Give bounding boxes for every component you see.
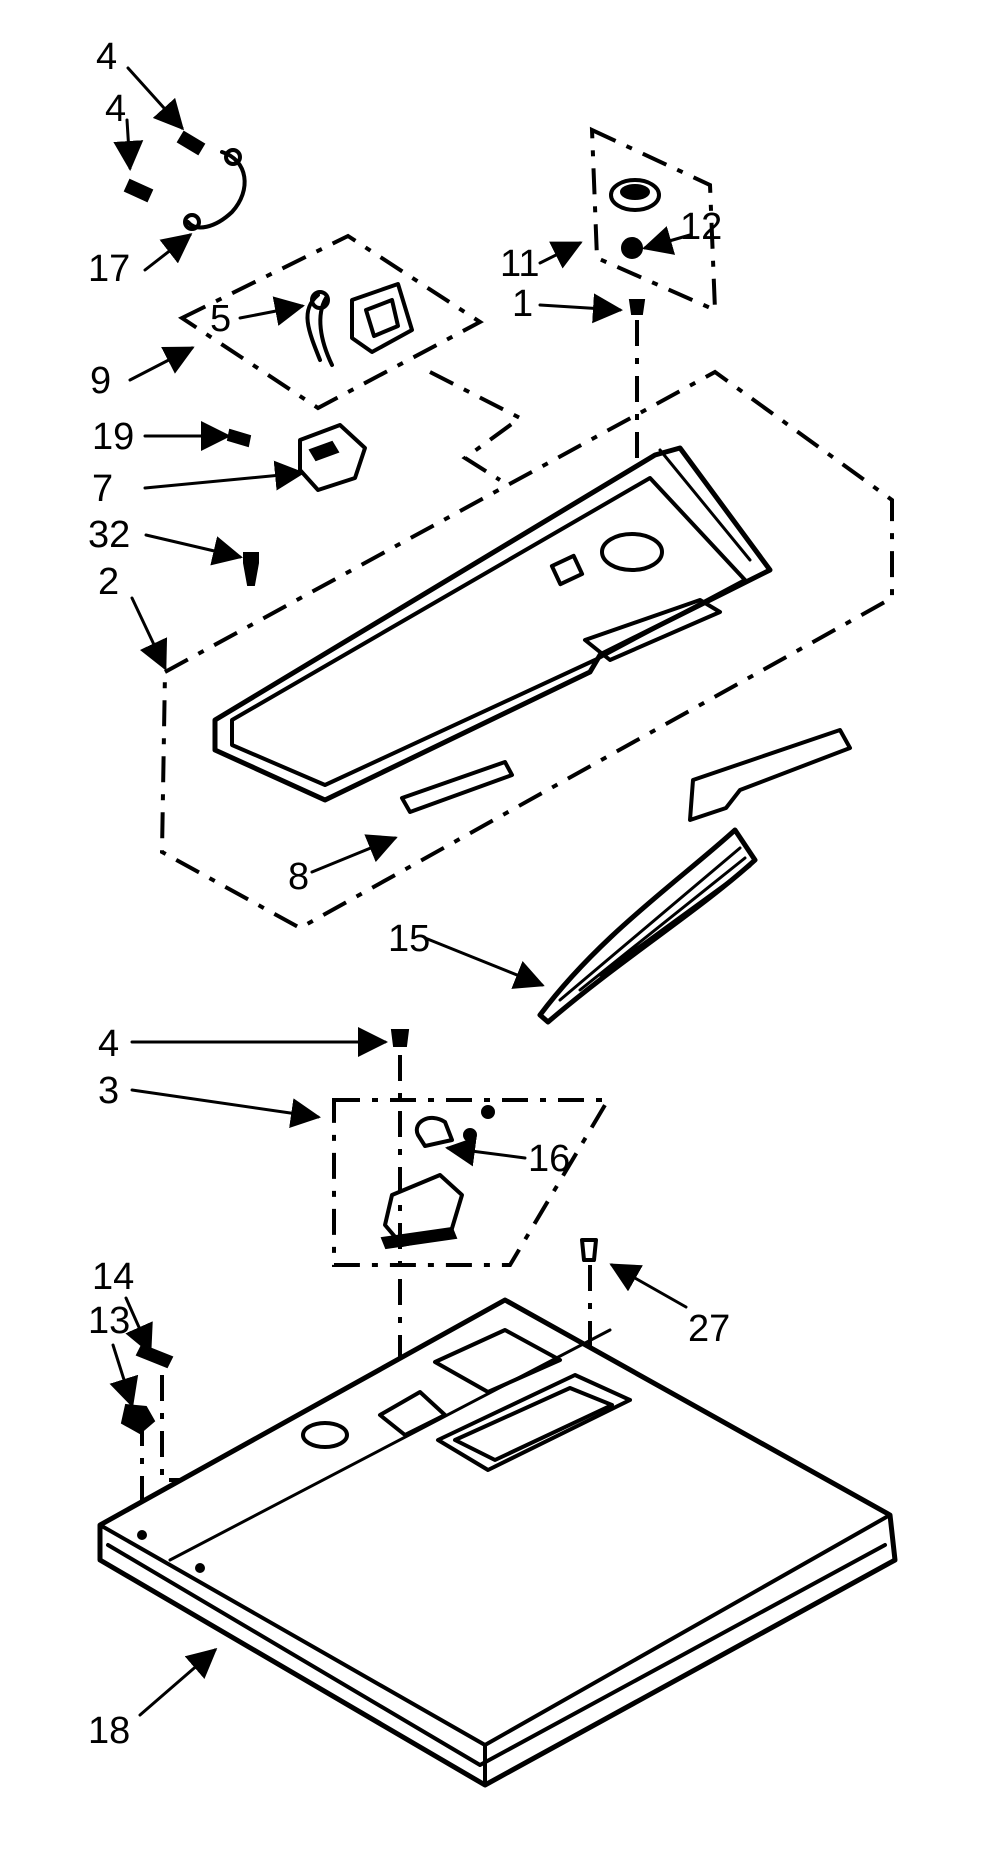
part-label-14: 14 bbox=[92, 1256, 135, 1298]
part-label-8: 8 bbox=[288, 856, 310, 898]
screw-part-14 bbox=[135, 1343, 174, 1369]
part-label-32: 32 bbox=[88, 514, 131, 556]
knob-insert-part-12 bbox=[621, 237, 643, 259]
console-panel-part-2 bbox=[212, 445, 773, 803]
screw-part-4-lower bbox=[390, 1029, 410, 1047]
part-label-18: 18 bbox=[88, 1710, 131, 1752]
top-panel-part-18 bbox=[97, 1297, 898, 1788]
wire-harness-part-5 bbox=[305, 290, 334, 367]
part-label-19: 19 bbox=[92, 416, 135, 458]
part-label-9: 9 bbox=[90, 360, 112, 402]
lint-screen-part-15 bbox=[537, 728, 852, 1025]
part-label-15: 15 bbox=[388, 918, 431, 960]
screw-part-1 bbox=[628, 299, 646, 315]
wire-clip-part-17 bbox=[183, 148, 247, 231]
part-label-5: 5 bbox=[210, 298, 232, 340]
part-label-12: 12 bbox=[680, 206, 723, 248]
part-label-17: 17 bbox=[88, 248, 131, 290]
part-label-27: 27 bbox=[688, 1308, 731, 1350]
part-label-1: 1 bbox=[512, 283, 534, 325]
part-label-16: 16 bbox=[528, 1138, 571, 1180]
part-label-4: 4 bbox=[105, 88, 127, 130]
screw-part-4 bbox=[123, 130, 206, 203]
connector-part-9 bbox=[350, 282, 414, 354]
part-label-4: 4 bbox=[98, 1023, 120, 1065]
knob-part-11 bbox=[609, 178, 661, 212]
part-label-3: 3 bbox=[98, 1070, 120, 1112]
thermostat-part-16 bbox=[380, 1105, 495, 1250]
leader-lines bbox=[109, 66, 692, 1717]
clip-part-13 bbox=[120, 1403, 156, 1435]
screw-part-19 bbox=[226, 428, 252, 448]
part-label-11: 11 bbox=[500, 243, 540, 285]
part-label-7: 7 bbox=[92, 468, 114, 510]
screw-part-32 bbox=[243, 552, 259, 586]
nameplate-part-8 bbox=[400, 760, 514, 814]
part-label-2: 2 bbox=[98, 561, 120, 603]
part-label-4: 4 bbox=[96, 36, 118, 78]
screw-part-27 bbox=[580, 1238, 598, 1262]
part-label-13: 13 bbox=[88, 1300, 131, 1342]
switch-part-7 bbox=[298, 423, 367, 492]
assembly-dashed-lines bbox=[140, 126, 894, 1562]
